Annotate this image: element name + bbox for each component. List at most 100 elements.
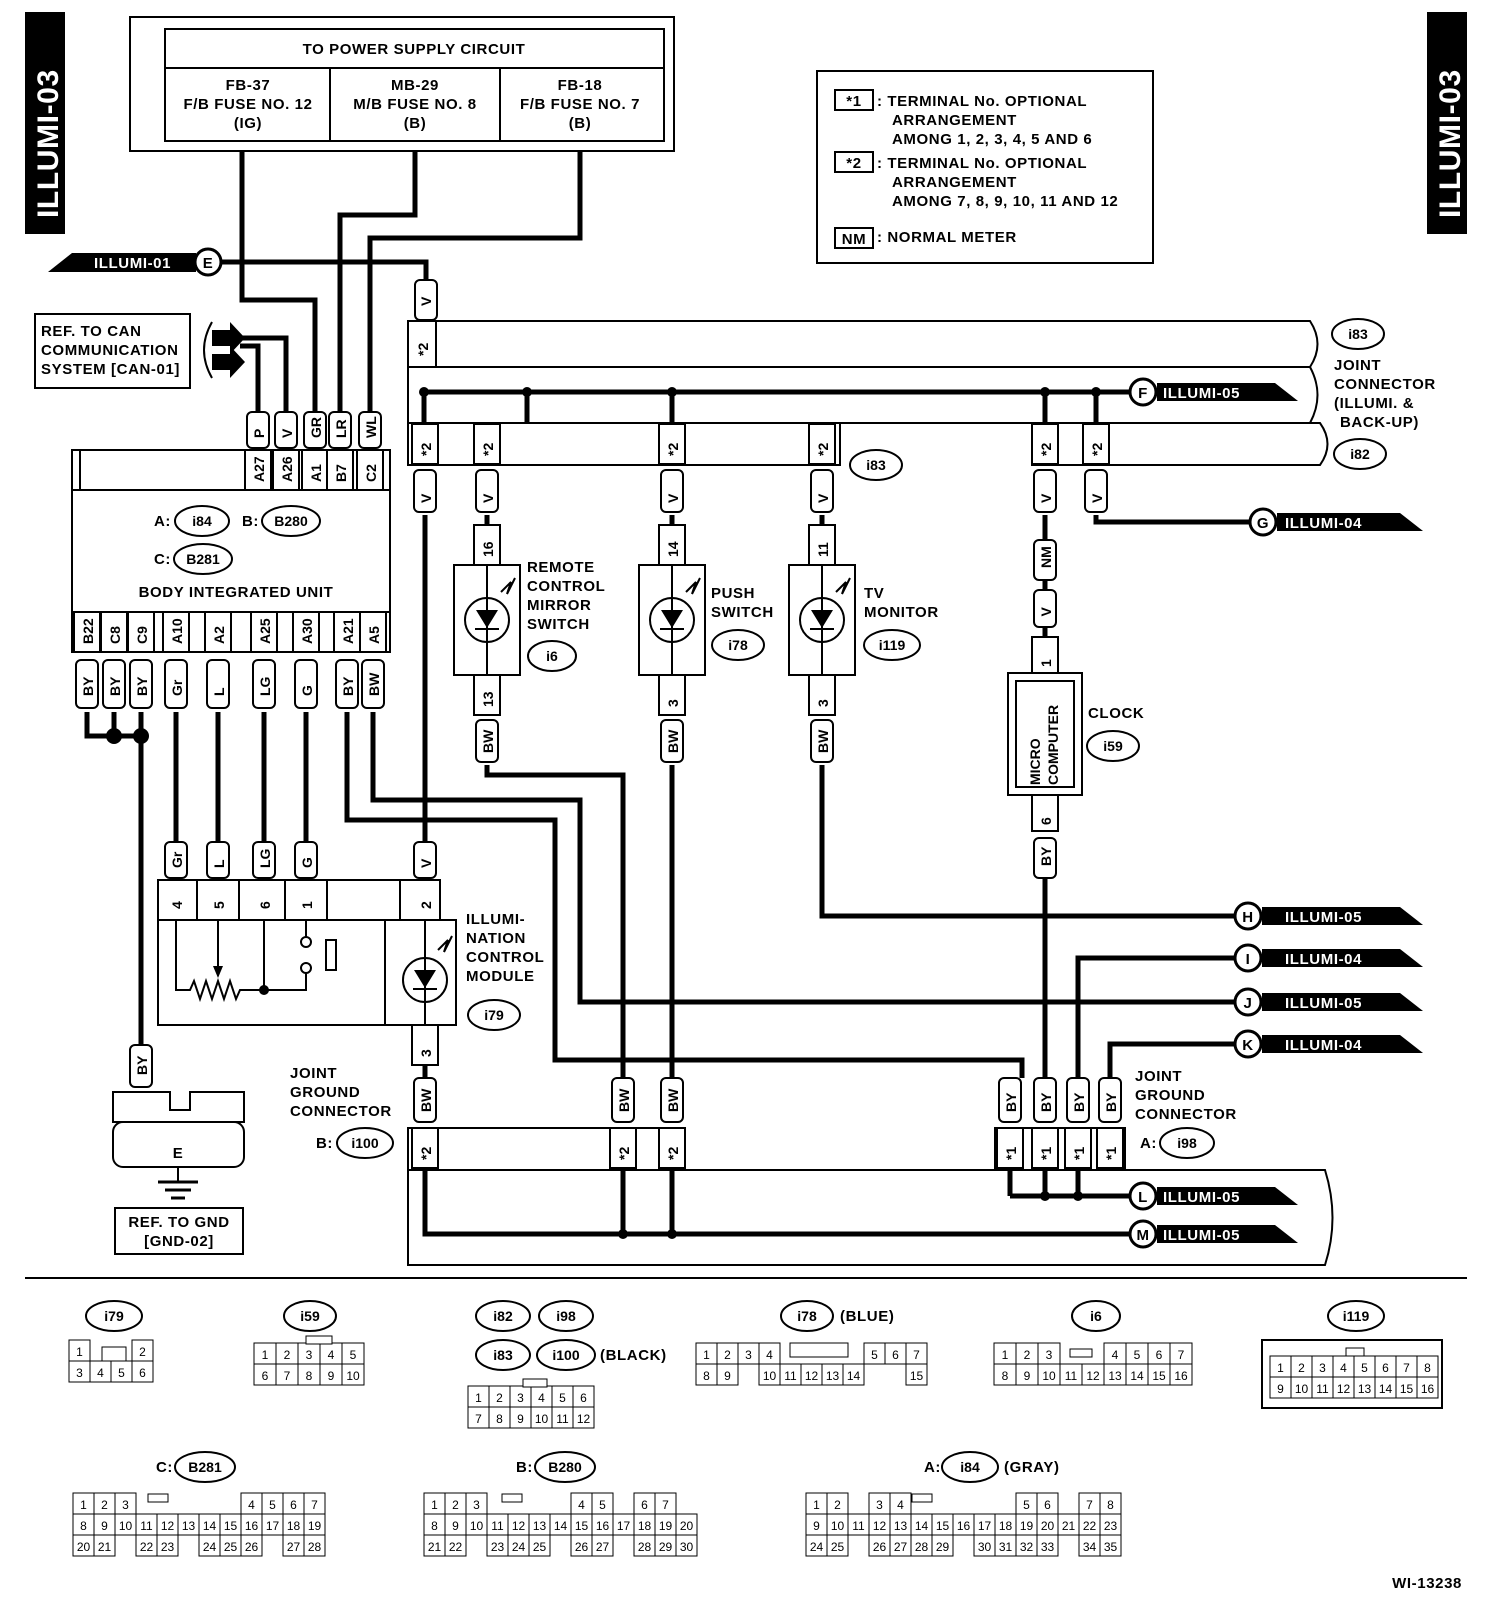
i82-pin: 2 (496, 1391, 503, 1405)
i78-cell (905, 1363, 928, 1386)
b281-pin: 8 (80, 1519, 87, 1533)
module-wire-0: Gr (169, 851, 185, 868)
gnd-a-by-3-box (1098, 1077, 1122, 1123)
i59-pin: 8 (306, 1369, 313, 1383)
b281-pin: 28 (308, 1540, 322, 1554)
i78-key (789, 1342, 849, 1358)
i84-pin: 14 (915, 1519, 929, 1533)
conn-i119-oval (1327, 1300, 1385, 1332)
b280-pin: 25 (533, 1540, 547, 1554)
i119-pin: 4 (1340, 1361, 1347, 1375)
conn-i100-oval (536, 1339, 596, 1371)
b281-pin: 21 (98, 1540, 112, 1554)
ref-J-text: ILLUMI-05 (1285, 995, 1362, 1012)
i84-pin: 11 (852, 1519, 865, 1533)
joint-label-4: BACK-UP) (1340, 414, 1419, 431)
b281-pin: 20 (77, 1540, 91, 1554)
fuse-1-line1: FB-37 (226, 77, 271, 94)
b280-pin: 2 (452, 1498, 459, 1512)
biu-bot-pin-8: A5 (366, 626, 382, 644)
gnd-a-star-2-cell (1064, 1127, 1092, 1169)
gnd-a-by-2: BY (1071, 1092, 1087, 1112)
legend-desc-2c: AMONG 7, 8, 9, 10, 11 AND 12 (892, 193, 1118, 210)
legend-key-2: *2 (846, 155, 861, 172)
earth-wire-tag: BY (134, 1055, 150, 1075)
b281-pin: 19 (308, 1519, 322, 1533)
i84-cell (1036, 1534, 1059, 1557)
wire-tag-v-top: V (418, 296, 434, 306)
gnd-b-conn: i100 (351, 1135, 378, 1151)
i6-pin: 2 (1024, 1348, 1031, 1362)
b281-pin: 12 (161, 1519, 175, 1533)
b281-pin: 13 (182, 1519, 196, 1533)
i119-pin: 7 (1403, 1361, 1410, 1375)
i83-pin-star-1-cell (473, 423, 501, 465)
i6-pin: 7 (1178, 1348, 1185, 1362)
gnd-right-l1: JOINT (1135, 1068, 1182, 1085)
i78-pin: 5 (871, 1348, 878, 1362)
conn-b280-oval (534, 1451, 596, 1483)
i119-pin: 16 (1421, 1382, 1435, 1396)
biu-top-pin-3-cell (326, 449, 354, 491)
b281-cell (93, 1534, 116, 1557)
i119-pin: 11 (1316, 1382, 1329, 1396)
i84-pin: 32 (1020, 1540, 1034, 1554)
i59-cell (341, 1363, 365, 1386)
i119-cell (1416, 1376, 1439, 1399)
i83-top-star: *2 (415, 343, 431, 356)
i83-pin-star-2-cell (658, 423, 686, 465)
i84-pin: 13 (894, 1519, 908, 1533)
b281-pin: 26 (245, 1540, 259, 1554)
module-wire-0-box (164, 841, 188, 879)
gnd-b-bw-0-box (413, 1077, 437, 1123)
clock-by-tag: BY (1038, 846, 1054, 866)
biu-top-pin-0-cell (244, 449, 272, 491)
biu-bot-pin-3-cell (162, 611, 190, 653)
ref-K-flag (1262, 1035, 1423, 1053)
biu-bot-wire-5-box (252, 659, 276, 709)
b281-pin: 17 (266, 1519, 280, 1533)
conn-a-label: A: (924, 1459, 941, 1476)
i78-pin: 1 (703, 1348, 710, 1362)
conn-b281-oval (174, 1451, 236, 1483)
i119-pin: 8 (1424, 1361, 1431, 1375)
b281-pin: 7 (311, 1498, 318, 1512)
b281-pin: 2 (101, 1498, 108, 1512)
i59-pin: 6 (262, 1369, 269, 1383)
gnd-a-by-0: BY (1003, 1092, 1019, 1112)
gnd-b-bw-1: BW (616, 1088, 632, 1112)
biu-top-wire-4: WL (363, 416, 379, 438)
gnd-a-star-1-cell (1031, 1127, 1059, 1169)
i84-pin: 22 (1083, 1519, 1097, 1533)
module-conn: i79 (484, 1007, 504, 1023)
i6-pin: 13 (1108, 1369, 1122, 1383)
conn-i82: i82 (493, 1308, 513, 1324)
legend-key-3: NM (842, 231, 867, 248)
tv-monitor-label: TV MONITOR i119 (863, 585, 938, 661)
b280-pin: 17 (617, 1519, 631, 1533)
i6-pin: 8 (1002, 1369, 1009, 1383)
conn-black: (BLACK) (600, 1347, 667, 1364)
legend-desc-3: : NORMAL METER (877, 229, 1017, 246)
conn-i84-oval (941, 1451, 999, 1483)
ref-I-text: ILLUMI-04 (1285, 951, 1362, 968)
ref-F: F ILLUMI-05 (1096, 377, 1298, 407)
gnd-a-star-1: *1 (1038, 1147, 1054, 1160)
ref-K-letter: K (1242, 1037, 1253, 1054)
i78-pin: 10 (763, 1369, 777, 1383)
conn-i98: i98 (556, 1308, 576, 1324)
b280-pin: 6 (641, 1498, 648, 1512)
b281-cell (156, 1534, 179, 1557)
biu-bot-wire-1: BY (107, 676, 123, 696)
i78-pin: 14 (847, 1369, 861, 1383)
gnd-a-conn: i98 (1177, 1135, 1197, 1151)
i84-pin: 26 (873, 1540, 887, 1554)
clock-v-tag: V (1038, 607, 1054, 617)
biu-top-wire-1-box (274, 411, 298, 449)
biu-bot-wire-6-box (294, 659, 318, 709)
i119-pin: 5 (1361, 1361, 1368, 1375)
b281-key (147, 1493, 169, 1503)
gnd-b-star-2-cell (658, 1127, 686, 1169)
remote_mirror-bw-tag: BW (480, 729, 496, 753)
